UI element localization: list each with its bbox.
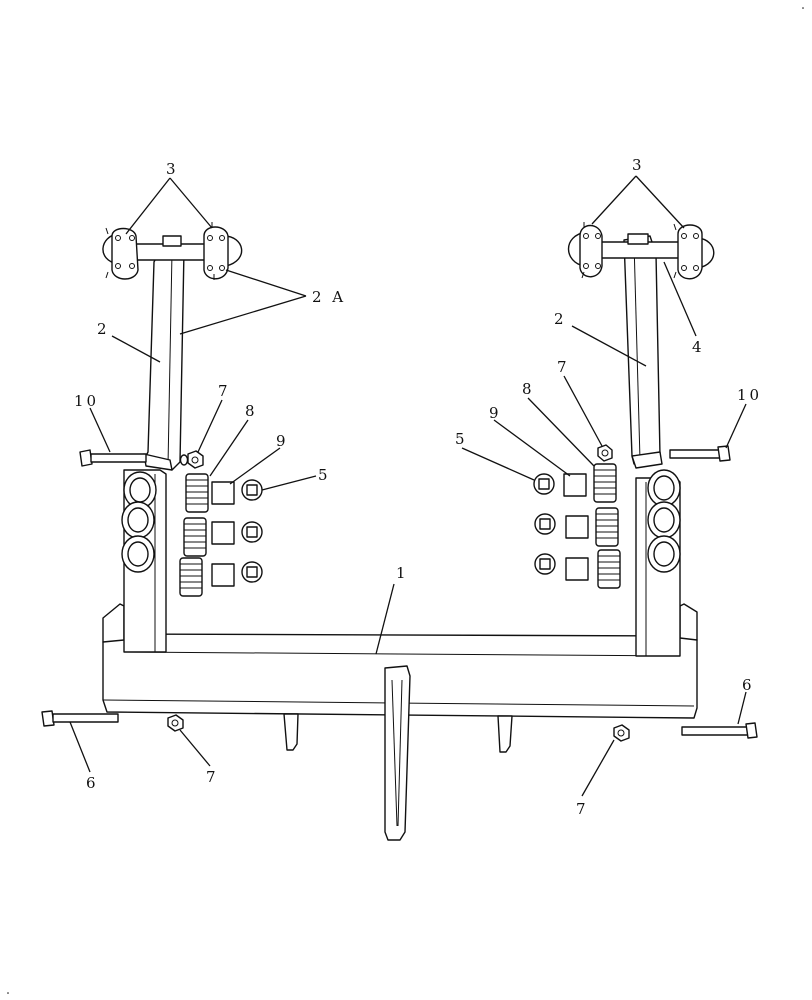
callout-hub-right: 3 bbox=[632, 156, 645, 174]
left-bushings bbox=[121, 471, 157, 573]
spring bbox=[593, 463, 617, 503]
left-upright bbox=[143, 249, 189, 471]
callout-labels: 3 3 2 A 2 2 4 10 10 7 8 9 5 7 8 9 5 1 6 … bbox=[74, 156, 762, 818]
nut-bottom-right bbox=[613, 724, 630, 742]
callout-plate-right: 9 bbox=[489, 404, 502, 422]
nut-upper-left bbox=[187, 450, 204, 469]
washer bbox=[241, 479, 263, 501]
right-shaft-assembly bbox=[568, 222, 715, 280]
nut-upper-right bbox=[597, 444, 613, 462]
spring bbox=[185, 473, 209, 513]
callout-nut-upper-left: 7 bbox=[218, 382, 231, 400]
center-shank bbox=[384, 665, 411, 841]
plate bbox=[563, 473, 587, 497]
right-springs bbox=[593, 463, 621, 589]
spring bbox=[179, 557, 203, 597]
callout-bolt-bottom-left: 6 bbox=[86, 774, 99, 792]
callout-spring-right: 8 bbox=[522, 380, 535, 398]
bolt-right bbox=[669, 445, 731, 462]
callout-nut-bottom-right: 7 bbox=[576, 800, 589, 818]
left-washers bbox=[241, 479, 263, 583]
bushing bbox=[121, 535, 155, 573]
plate bbox=[211, 481, 235, 505]
callout-shaft-assembly: 2 A bbox=[312, 288, 346, 306]
callout-main-frame: 1 bbox=[396, 564, 409, 582]
callout-hub-left: 3 bbox=[166, 160, 179, 178]
corner-mark bbox=[7, 992, 9, 994]
bolt-left bbox=[79, 449, 147, 467]
callout-bolt-bottom-right: 6 bbox=[742, 676, 755, 694]
right-plates bbox=[563, 473, 589, 581]
callout-washer-right: 5 bbox=[455, 430, 468, 448]
left-shaft-assembly bbox=[102, 222, 243, 280]
callout-nut-bottom-left: 7 bbox=[206, 768, 219, 786]
washer bbox=[534, 513, 556, 535]
right-bushings bbox=[647, 469, 681, 573]
callout-upright-right: 2 bbox=[554, 310, 567, 328]
nut-bottom-left bbox=[167, 714, 184, 732]
right-upright bbox=[623, 235, 663, 469]
callout-hub-part-right: 4 bbox=[692, 338, 705, 356]
callout-plate-left: 9 bbox=[276, 432, 289, 450]
bolt-bottom-right bbox=[681, 722, 758, 739]
callout-bolt-right: 10 bbox=[737, 386, 762, 404]
left-plates bbox=[211, 481, 235, 587]
tine-right bbox=[497, 715, 513, 753]
leader-lines bbox=[69, 175, 747, 797]
bushing bbox=[647, 469, 681, 507]
right-washers bbox=[533, 473, 556, 575]
bushing bbox=[121, 501, 155, 539]
washer bbox=[533, 473, 555, 495]
tine-left bbox=[283, 713, 299, 751]
left-springs bbox=[179, 473, 209, 597]
bushing bbox=[647, 535, 681, 573]
corner-mark bbox=[802, 7, 804, 9]
callout-spring-left: 8 bbox=[245, 402, 258, 420]
washer bbox=[534, 553, 556, 575]
plate bbox=[211, 521, 235, 545]
callout-bolt-left: 10 bbox=[74, 392, 99, 410]
washer bbox=[241, 521, 263, 543]
callout-upright-left: 2 bbox=[97, 320, 110, 338]
bolt-bottom-left bbox=[41, 710, 119, 727]
spring bbox=[595, 507, 619, 547]
bushing bbox=[647, 501, 681, 539]
callout-washer-left: 5 bbox=[318, 466, 331, 484]
washer bbox=[241, 561, 263, 583]
spring bbox=[597, 549, 621, 589]
plate bbox=[211, 563, 235, 587]
spring bbox=[183, 517, 207, 557]
plate bbox=[565, 515, 589, 539]
plate bbox=[565, 557, 589, 581]
callout-nut-upper-right: 7 bbox=[557, 358, 570, 376]
